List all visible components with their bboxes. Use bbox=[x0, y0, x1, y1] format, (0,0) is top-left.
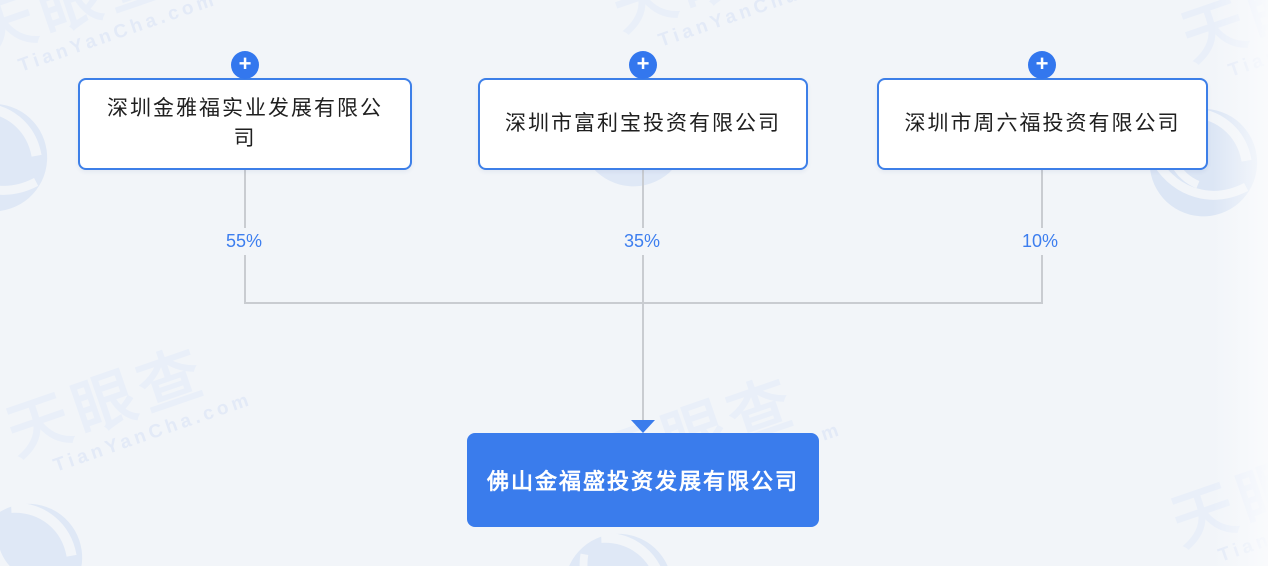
tianyancha-logo-icon bbox=[0, 102, 48, 212]
connector-line-to-target bbox=[642, 302, 644, 421]
watermark-en: TianYanCha.com bbox=[1215, 478, 1268, 566]
shareholder-node-1[interactable]: 深圳金雅福实业发展有限公司 bbox=[78, 78, 412, 170]
watermark-en: TianYanCha.com bbox=[15, 0, 221, 77]
watermark-cn: 天眼查 bbox=[1173, 0, 1268, 75]
company-name: 深圳市周六福投资有限公司 bbox=[904, 112, 1181, 136]
percent-label: 55% bbox=[218, 228, 270, 255]
percent-label: 35% bbox=[616, 228, 668, 255]
watermark: 天眼查 TianYanCha.com bbox=[0, 281, 323, 566]
right-edge-fade bbox=[1213, 0, 1268, 566]
watermark-cn: 天眼查 bbox=[0, 336, 217, 470]
watermark-cn: 天眼查 bbox=[598, 0, 823, 48]
percent-label: 10% bbox=[1014, 228, 1066, 255]
watermark-en: TianYanCha.com bbox=[50, 388, 256, 477]
target-company-node[interactable]: 佛山金福盛投资发展有限公司 bbox=[467, 433, 819, 527]
watermark-en: TianYanCha.com bbox=[1225, 0, 1268, 82]
shareholder-node-2[interactable]: 深圳市富利宝投资有限公司 bbox=[478, 78, 808, 170]
watermark-cn: 天眼查 bbox=[1163, 426, 1268, 560]
shareholder-node-3[interactable]: 深圳市周六福投资有限公司 bbox=[877, 78, 1208, 170]
expand-plus-icon[interactable]: + bbox=[629, 51, 657, 79]
expand-plus-icon[interactable]: + bbox=[1028, 51, 1056, 79]
watermark-en: TianYanCha.com bbox=[655, 0, 861, 52]
expand-plus-icon[interactable]: + bbox=[231, 51, 259, 79]
company-name: 深圳金雅福实业发展有限公司 bbox=[107, 97, 383, 150]
watermark-cn: 天眼查 bbox=[0, 0, 182, 70]
company-name: 深圳市富利宝投资有限公司 bbox=[505, 112, 781, 136]
tianyancha-logo-icon bbox=[0, 502, 83, 566]
tianyancha-logo-icon bbox=[1100, 543, 1268, 566]
target-company-name: 佛山金福盛投资发展有限公司 bbox=[486, 469, 799, 494]
watermark: 天眼查 TianYanCha.com bbox=[1092, 371, 1268, 566]
arrow-down-icon bbox=[631, 420, 655, 433]
